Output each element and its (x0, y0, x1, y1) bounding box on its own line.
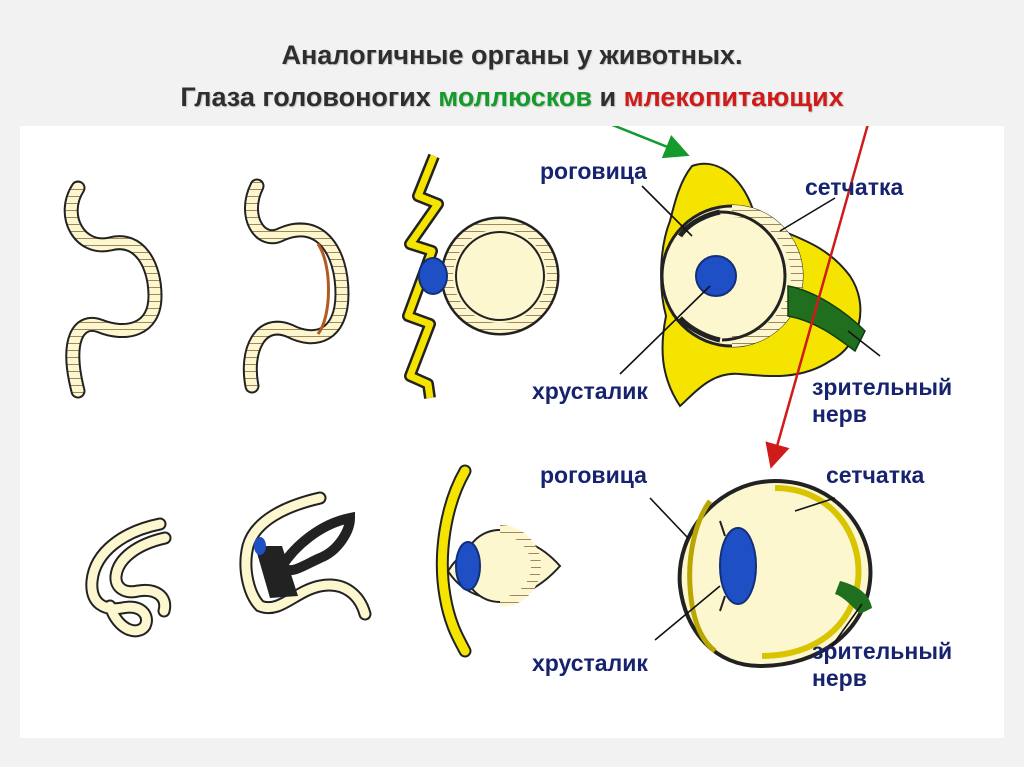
octopus-eye (660, 162, 866, 408)
label-retina-bottom: сетчатка (826, 462, 925, 488)
label-optic-nerve-top: зрительный нерв (812, 374, 952, 428)
mollusk-stage-3-eye (402, 153, 560, 399)
label-optic-nerve-bottom-line2: нерв (812, 665, 867, 692)
title-prefix: Глаза головоногих (180, 82, 439, 112)
title-conjunction: и (592, 82, 624, 112)
label-retina-top: сетчатка (805, 174, 904, 200)
label-cornea-bottom: роговица (540, 462, 647, 488)
bottom-leader-lines (649, 497, 863, 647)
eye-evolution-diagram (63, 126, 881, 669)
label-optic-nerve-bottom: зрительный нерв (812, 638, 952, 692)
label-optic-nerve-bottom-line1: зрительный (812, 638, 953, 664)
mollusk-stage-1-pit (63, 180, 163, 399)
slide-title-line-1: Аналогичные органы у животных. (281, 40, 743, 70)
human-eye (677, 478, 873, 669)
title-mammals: млекопитающих (623, 82, 844, 112)
label-lens-bottom: хрусталик (532, 650, 648, 676)
label-optic-nerve-top-line1: зрительный (812, 374, 953, 400)
green-arrow (611, 126, 690, 159)
top-leader-lines (619, 185, 881, 375)
diagram-panel: роговица сетчатка хрусталик зрительный н… (20, 126, 1004, 738)
mammal-stage-1-fold (85, 517, 172, 638)
mammal-stage-3-eye (435, 464, 562, 658)
slide-title-line-2: Глаза головоногих моллюсков и млекопитаю… (0, 82, 1024, 113)
mollusk-stage-2-cup (242, 178, 350, 394)
red-arrow (765, 126, 869, 469)
mammal-stage-2-pocket (239, 491, 372, 621)
label-cornea-top: роговица (540, 158, 647, 184)
title-mollusks: моллюсков (438, 82, 592, 112)
label-lens-top: хрусталик (532, 378, 648, 404)
label-optic-nerve-top-line2: нерв (812, 401, 867, 428)
